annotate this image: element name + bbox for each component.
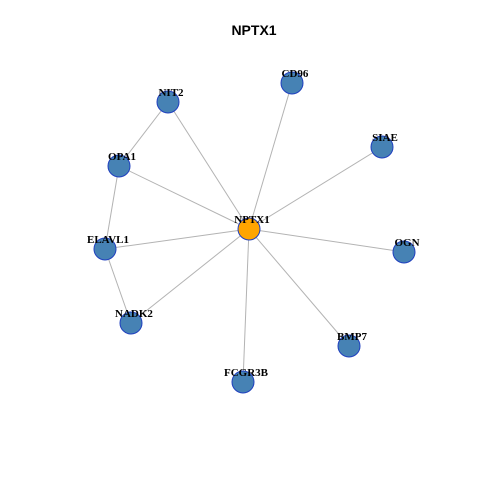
edge-nptx1-nadk2: [130, 228, 250, 324]
node-label-nit2: NIT2: [158, 87, 184, 99]
edge-nptx1-elavl1: [104, 228, 250, 250]
edge-nptx1-bmp7: [248, 228, 350, 347]
edge-elavl1-nadk2: [104, 248, 132, 324]
node-nit2: [156, 90, 180, 114]
node-label-nptx1: NPTX1: [234, 214, 269, 226]
node-nptx1: [237, 217, 261, 241]
node-opa1: [107, 154, 131, 178]
node-ogn: [392, 240, 416, 264]
edge-nptx1-siae: [248, 146, 383, 230]
edge-opa1-elavl1: [104, 165, 120, 250]
node-label-elavl1: ELAVL1: [87, 234, 129, 246]
graph-title: NPTX1: [231, 22, 276, 38]
node-label-cd96: CD96: [282, 68, 309, 80]
edge-nit2-opa1: [118, 101, 169, 167]
node-label-siae: SIAE: [372, 132, 398, 144]
node-label-bmp7: BMP7: [337, 331, 367, 343]
node-label-ogn: OGN: [394, 237, 419, 249]
node-nadk2: [119, 311, 143, 335]
edge-nptx1-opa1: [118, 165, 250, 230]
edges-layer: [104, 82, 405, 383]
node-siae: [370, 135, 394, 159]
node-label-nadk2: NADK2: [115, 308, 153, 320]
node-cd96: [280, 71, 304, 95]
node-label-opa1: OPA1: [108, 151, 136, 163]
node-elavl1: [93, 237, 117, 261]
nodes-layer: [93, 71, 416, 394]
edge-nptx1-cd96: [248, 82, 293, 230]
node-label-fcgr3b: FCGR3B: [224, 367, 269, 379]
edge-nptx1-ogn: [248, 228, 405, 253]
edge-nptx1-fcgr3b: [242, 228, 250, 383]
edge-nptx1-nit2: [167, 101, 250, 230]
node-fcgr3b: [231, 370, 255, 394]
node-bmp7: [337, 334, 361, 358]
